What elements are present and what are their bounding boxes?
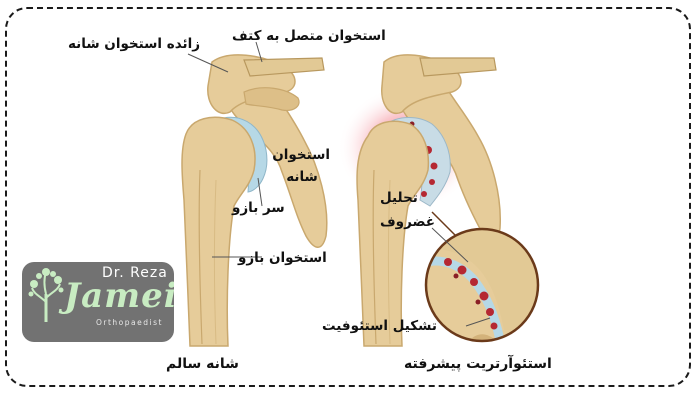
tree-icon: [28, 268, 64, 322]
healthy-humerus: [181, 116, 256, 347]
logo-name: Jamei: [64, 276, 174, 316]
logo-prefix: Dr. Reza: [102, 265, 168, 281]
label-cartilage-line1: تحلیل: [380, 190, 418, 206]
arthritic-clavicle: [419, 57, 497, 77]
arthritic-shoulder: [338, 54, 501, 347]
label-cartilage-line2: غضروف: [380, 214, 435, 230]
logo-subtitle: Orthopaedist: [96, 318, 163, 327]
healthy-clavicle: [243, 57, 325, 77]
healthy-coracoid: [243, 87, 300, 111]
caption-advanced: استئوآرتریت پیشرفته: [404, 356, 552, 372]
caption-healthy: شانه سالم: [166, 356, 239, 372]
dashed-frame: [5, 7, 691, 387]
label-humerus: استخوان بازو: [238, 250, 327, 266]
label-humeral-head: سر بازو: [232, 200, 285, 216]
zoom-detail: [424, 227, 540, 343]
label-clavicle: استخوان متصل به کتف: [232, 28, 386, 44]
label-scapula: استخوان شانه: [272, 147, 330, 185]
logo: Dr. Reza Jamei Orthopaedist: [22, 262, 174, 342]
healthy-shoulder: [181, 54, 328, 347]
label-acromion: زائده استخوان شانه: [68, 36, 200, 52]
arthritic-humerus: [356, 120, 430, 347]
leader-lines: [187, 41, 491, 327]
label-osteophyte: تشکیل استئوفیت: [322, 318, 437, 334]
